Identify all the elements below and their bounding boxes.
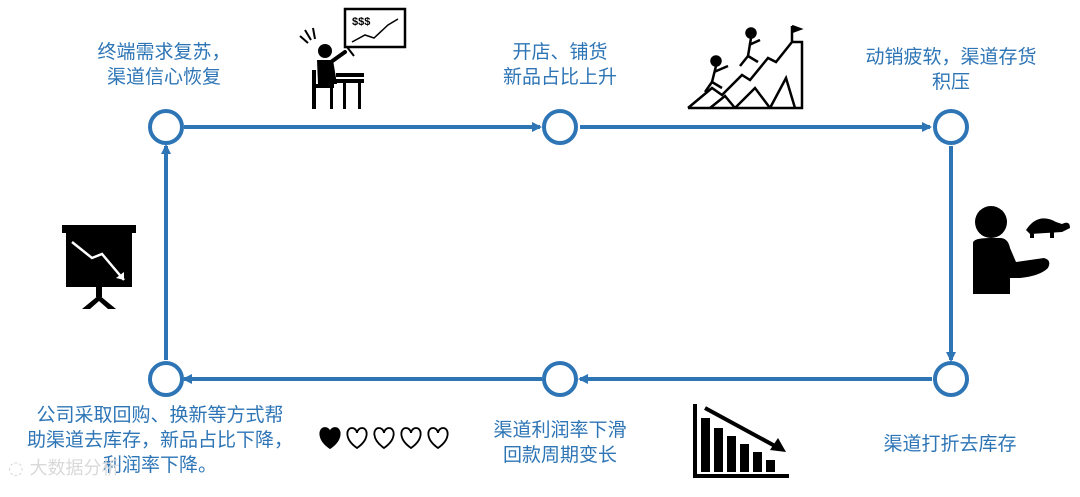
person-holding-turtle-icon bbox=[973, 206, 1070, 294]
node-bottom-left bbox=[150, 363, 182, 395]
label-top-left: 终端需求复苏，渠道信心恢复 bbox=[64, 40, 264, 90]
node-top-left bbox=[150, 111, 182, 143]
heart-empty-icon bbox=[428, 428, 447, 448]
svg-text:$$$: $$$ bbox=[352, 16, 370, 28]
watermark: ◌ 大数据分析 bbox=[8, 455, 119, 483]
node-bottom-right bbox=[935, 363, 967, 395]
label-bottom-right: 渠道打折去库存 bbox=[860, 432, 1040, 457]
label-top-middle: 开店、铺货新品占比上升 bbox=[460, 40, 660, 90]
node-bottom-middle bbox=[544, 363, 576, 395]
declining-bar-chart-icon bbox=[693, 404, 789, 478]
label-bottom-middle: 渠道利润率下滑回款周期变长 bbox=[460, 418, 660, 468]
watermark-logo-icon: ◌ bbox=[8, 458, 24, 479]
node-top-middle bbox=[544, 111, 576, 143]
heart-filled-icon bbox=[320, 428, 339, 448]
desk-growth-chart-icon: $$$ bbox=[300, 9, 405, 109]
declining-presentation-icon bbox=[62, 225, 136, 309]
heart-empty-icon bbox=[347, 428, 366, 448]
node-top-right bbox=[935, 111, 967, 143]
heart-empty-icon bbox=[374, 428, 393, 448]
hearts-rating-icon bbox=[320, 428, 447, 448]
heart-empty-icon bbox=[401, 428, 420, 448]
climbing-stairs-icon bbox=[688, 26, 802, 108]
watermark-text: 大数据分析 bbox=[29, 458, 119, 479]
label-top-right: 动销疲软，渠道存货积压 bbox=[838, 45, 1064, 95]
